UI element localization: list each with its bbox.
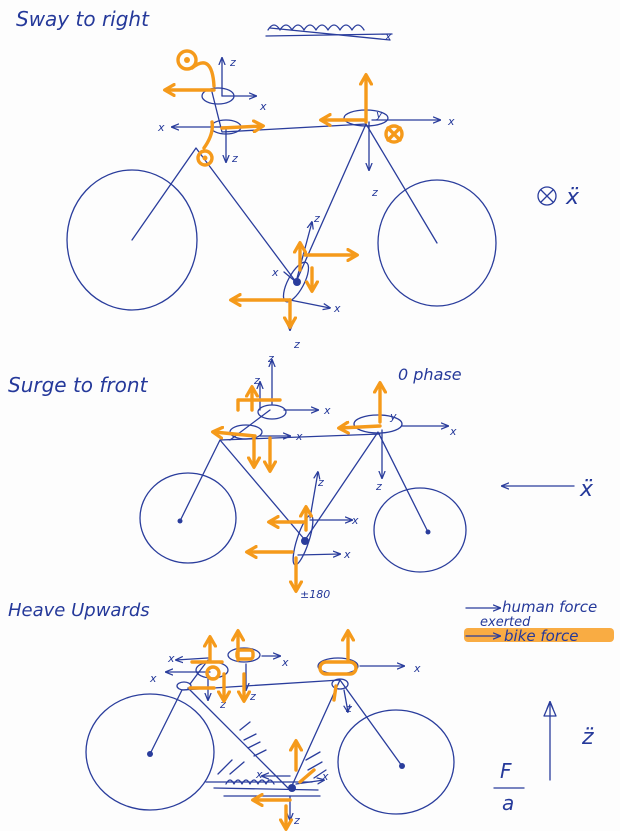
heave-accel-symbol: z̈ (581, 725, 594, 750)
surge-seat-clamp (229, 424, 263, 440)
surge-handlebar (353, 414, 403, 434)
sway-y-label: y (375, 108, 383, 121)
heave-x-label-2: x (149, 672, 157, 685)
heave-x-label-5: x (321, 770, 329, 783)
scribbled-word (265, 24, 393, 41)
section-surge: Surge to front 0 phase z z x x y x z z (8, 352, 594, 601)
sway-accel-symbol: ẍ (565, 185, 580, 210)
legend-highlight (464, 628, 614, 642)
sway-z-label-5: z (293, 338, 300, 351)
surge-front-wheel (373, 487, 467, 573)
sway-z-label-1: z (229, 56, 236, 69)
legend-human-force: human force (502, 598, 597, 616)
heave-frame (149, 659, 403, 791)
heave-z-label-3: z (345, 702, 352, 715)
surge-y-label: y (389, 410, 397, 423)
sway-x-label-2: x (157, 121, 165, 134)
surge-x-label-5: x (343, 548, 351, 561)
sway-x-label-5: x (333, 302, 341, 315)
section-sway: Sway to right x z x x z y x z (16, 7, 580, 351)
surge-rear-wheel (139, 472, 237, 564)
heave-bottom-bracket (288, 784, 296, 792)
sway-z-label-2: z (231, 152, 238, 165)
sway-x-label-3: x (447, 115, 455, 128)
legend-bike-force: bike force (504, 627, 578, 645)
formula-denominator: a (502, 791, 514, 815)
heave-x-label-6: x (255, 768, 263, 781)
sway-into-page-symbol (537, 186, 557, 206)
heave-x-label-1: x (167, 652, 175, 665)
sway-z-label-3: z (371, 186, 378, 199)
surge-z-label-1: z (253, 374, 260, 387)
surge-z-label-4: z (317, 476, 324, 489)
surge-z-label-2: z (267, 352, 274, 365)
surge-x-label-1: x (323, 404, 331, 417)
sway-front-wheel (377, 179, 497, 307)
surge-z-label-3: z (375, 480, 382, 493)
surge-x-label-3: x (449, 425, 457, 438)
sway-x-label-1: x (259, 100, 267, 113)
hatched-region (205, 721, 327, 797)
surge-accel-symbol: ẍ (579, 477, 594, 502)
heave-title: Heave Upwards (8, 600, 150, 621)
legend-exerted: exerted (480, 615, 531, 630)
scribble-axis-x: x (384, 30, 392, 43)
sway-x-label-4: x (271, 266, 279, 279)
heave-z-label-1: z (219, 698, 226, 711)
surge-phase-label: ±180 (300, 588, 330, 601)
heave-z-label-4: z (293, 814, 300, 827)
heave-z-label-2: z (249, 690, 256, 703)
heave-x-label-4: x (413, 662, 421, 675)
section-heave: Heave Upwards x x x z z x z (8, 598, 614, 828)
surge-saddle (257, 404, 287, 420)
sway-z-label-4: z (313, 212, 320, 225)
sway-rear-wheel (66, 169, 198, 311)
heave-front-wheel (337, 709, 455, 815)
heave-rear-wheel (85, 693, 215, 811)
surge-x-label-4: x (351, 514, 359, 527)
formula-numerator: F (500, 759, 512, 783)
surge-title: Surge to front (8, 373, 149, 397)
surge-phase-note: 0 phase (398, 365, 462, 384)
heave-x-label-3: x (281, 656, 289, 669)
surge-x-label-2: x (295, 430, 303, 443)
sway-title: Sway to right (16, 7, 150, 31)
